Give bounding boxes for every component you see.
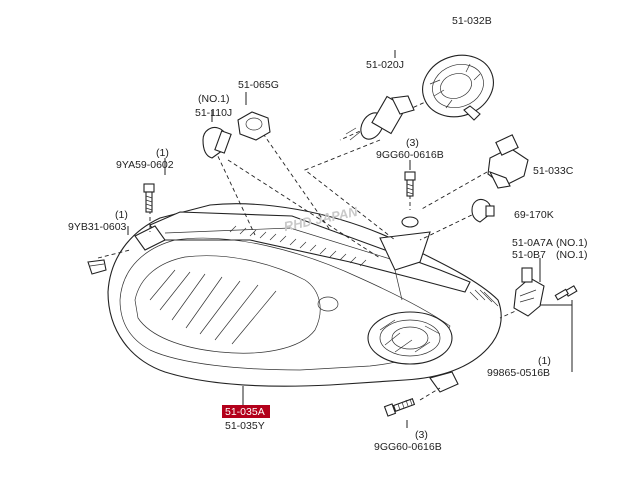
socket-51-033C	[487, 134, 529, 189]
bolt-9GG60-0616B-bottom	[383, 398, 416, 417]
clip-9YB31-0603	[87, 259, 107, 275]
side-bulb-51-110J	[202, 126, 232, 159]
label-bulb-side-qty: (NO.1)	[198, 93, 230, 105]
label-headlamp-part-alt: 51-035Y	[225, 420, 265, 432]
label-leaders	[127, 50, 573, 428]
label-bulb-right-part: 69-170K	[514, 209, 554, 221]
label-socket-side-part: 51-065G	[238, 79, 279, 91]
bolt-9YA59-0602	[143, 183, 155, 213]
label-bolt-center-part: 9GG60-0616B	[376, 149, 444, 161]
label-bolt-center-qty: (3)	[406, 137, 419, 149]
leader-lines	[97, 99, 541, 401]
bolt-9GG60-0616B-center	[404, 171, 416, 197]
label-adjuster-part-a-qty: (NO.1)	[556, 237, 588, 249]
highlight-box	[222, 405, 270, 418]
adjuster-51-0A7A	[513, 267, 545, 317]
label-headlamp-part-highlight: 51-035A	[225, 406, 265, 418]
screw-99865-0516B	[554, 285, 578, 301]
label-screw-right-qty: (1)	[538, 355, 551, 367]
label-adjuster-part-a: 51-0A7A	[512, 237, 553, 249]
headlamp-assembly	[107, 203, 502, 393]
label-adjuster-part-b: 51-0B7	[512, 249, 546, 261]
socket-51-065G	[237, 111, 271, 141]
label-bolt-top-qty: (1)	[156, 147, 169, 159]
top-rail-hatching	[229, 225, 367, 267]
label-cap-part: 51-032B	[452, 15, 492, 27]
main-bulb-51-020J	[345, 95, 415, 141]
label-bolt-bottom-part: 9GG60-0616B	[374, 441, 442, 453]
label-socket-right-part: 51-033C	[533, 165, 574, 177]
label-bolt-top-part: 9YA59-0602	[116, 159, 174, 171]
label-adjuster-part-b-qty: (NO.1)	[556, 249, 588, 261]
label-main-bulb-part: 51-020J	[366, 59, 404, 71]
label-bulb-side-part: 51-110J	[195, 107, 232, 119]
bulb-69-170K	[471, 198, 495, 223]
label-clip-left-qty: (1)	[115, 209, 128, 221]
cap-51-032B	[422, 54, 494, 121]
label-screw-right-part: 99865-0516B	[487, 367, 550, 379]
label-bolt-bottom-qty: (3)	[415, 429, 428, 441]
part-labels: (NO.1) 51-110J 51-065G (1) 9YA59-0602 (1…	[68, 15, 588, 453]
label-clip-left-part: 9YB31-0603	[68, 221, 127, 233]
